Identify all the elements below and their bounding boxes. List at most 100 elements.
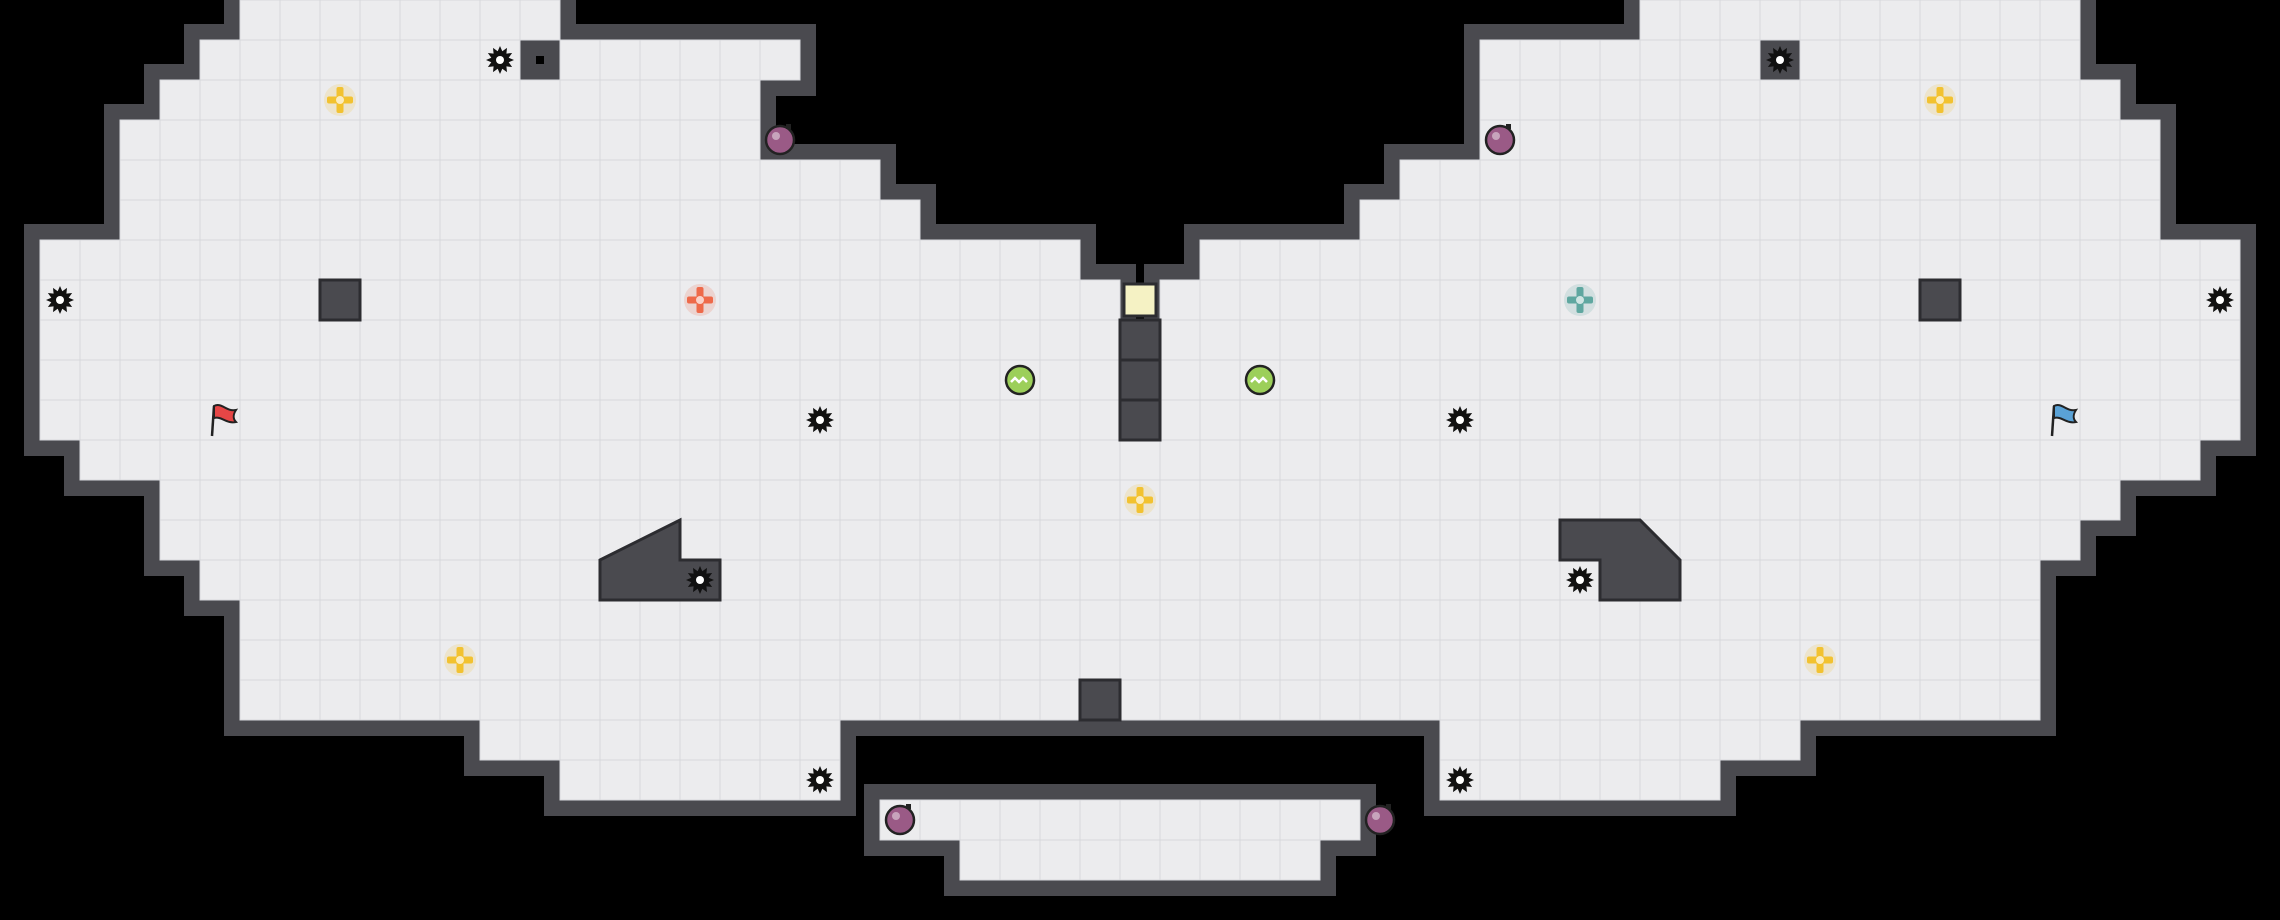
floor-tile — [1199, 479, 1241, 521]
floor-tile — [559, 479, 601, 521]
floor-tile — [1879, 359, 1921, 401]
floor-tile — [199, 199, 241, 241]
floor-tile — [359, 559, 401, 601]
floor-tile — [1559, 439, 1601, 481]
floor-tile — [599, 439, 641, 481]
floor-tile — [1799, 479, 1841, 521]
floor-tile — [239, 79, 281, 121]
portal-icon — [1122, 282, 1158, 318]
floor-tile — [999, 239, 1041, 281]
floor-tile — [1719, 0, 1761, 41]
floor-tile — [2039, 279, 2081, 321]
floor-tile — [279, 319, 321, 361]
wall-block — [1118, 398, 1162, 442]
floor-tile — [679, 719, 721, 761]
floor-tile — [119, 279, 161, 321]
floor-tile — [1639, 119, 1681, 161]
floor-tile — [399, 439, 441, 481]
floor-tile — [2119, 359, 2161, 401]
floor-tile — [599, 759, 641, 801]
floor-tile — [1199, 799, 1241, 841]
floor-tile — [1079, 479, 1121, 521]
floor-tile — [239, 199, 281, 241]
floor-tile — [2039, 319, 2081, 361]
floor-tile — [1759, 599, 1801, 641]
floor-tile — [359, 479, 401, 521]
floor-tile — [1639, 479, 1681, 521]
floor-tile — [1439, 159, 1481, 201]
floor-tile — [1799, 359, 1841, 401]
floor-tile — [799, 159, 841, 201]
floor-tile — [1119, 439, 1161, 481]
floor-tile — [879, 199, 921, 241]
floor-tile — [1999, 79, 2041, 121]
floor-tile — [1999, 559, 2041, 601]
floor-tile — [1959, 239, 2001, 281]
powerup-icon — [1804, 644, 1836, 676]
floor-tile — [639, 359, 681, 401]
floor-tile — [399, 319, 441, 361]
floor-tile — [1359, 239, 1401, 281]
floor-tile — [999, 639, 1041, 681]
wall-block — [1558, 518, 1682, 602]
floor-tile — [199, 439, 241, 481]
floor-tile — [1439, 359, 1481, 401]
floor-tile — [1959, 359, 2001, 401]
floor-tile — [1479, 319, 1521, 361]
floor-tile — [479, 279, 521, 321]
floor-tile — [1159, 799, 1201, 841]
floor-tile — [1199, 679, 1241, 721]
floor-tile — [1799, 279, 1841, 321]
floor-tile — [1079, 359, 1121, 401]
floor-tile — [959, 679, 1001, 721]
floor-tile — [2079, 79, 2121, 121]
floor-tile — [1079, 799, 1121, 841]
floor-tile — [1319, 559, 1361, 601]
floor-tile — [559, 359, 601, 401]
floor-tile — [1679, 0, 1721, 41]
floor-tile — [479, 559, 521, 601]
floor-tile — [999, 839, 1041, 881]
floor-tile — [319, 199, 361, 241]
floor-tile — [519, 79, 561, 121]
floor-tile — [599, 399, 641, 441]
floor-tile — [1879, 239, 1921, 281]
floor-tile — [1239, 559, 1281, 601]
floor-tile — [1919, 199, 1961, 241]
floor-tile — [1599, 639, 1641, 681]
floor-tile — [1759, 279, 1801, 321]
floor-tile — [1719, 119, 1761, 161]
floor-tile — [1399, 239, 1441, 281]
floor-tile — [1639, 679, 1681, 721]
floor-tile — [359, 359, 401, 401]
boost-icon — [1004, 364, 1036, 396]
floor-tile — [319, 39, 361, 81]
floor-tile — [999, 519, 1041, 561]
floor-tile — [1439, 519, 1481, 561]
floor-tile — [1479, 79, 1521, 121]
floor-tile — [759, 759, 801, 801]
floor-tile — [1799, 39, 1841, 81]
floor-tile — [479, 719, 521, 761]
floor-tile — [1599, 719, 1641, 761]
floor-tile — [479, 119, 521, 161]
floor-tile — [719, 159, 761, 201]
floor-tile — [1279, 679, 1321, 721]
floor-tile — [319, 479, 361, 521]
floor-tile — [79, 279, 121, 321]
floor-tile — [1119, 599, 1161, 641]
bomb-icon — [884, 804, 916, 836]
floor-tile — [1519, 199, 1561, 241]
floor-tile — [839, 599, 881, 641]
floor-tile — [1479, 39, 1521, 81]
floor-tile — [2079, 279, 2121, 321]
floor-tile — [439, 399, 481, 441]
floor-tile — [279, 399, 321, 441]
floor-tile — [2079, 239, 2121, 281]
floor-tile — [2039, 479, 2081, 521]
floor-tile — [159, 279, 201, 321]
floor-tile — [1599, 679, 1641, 721]
floor-tile — [1719, 719, 1761, 761]
floor-tile — [799, 519, 841, 561]
floor-tile — [1039, 319, 1081, 361]
